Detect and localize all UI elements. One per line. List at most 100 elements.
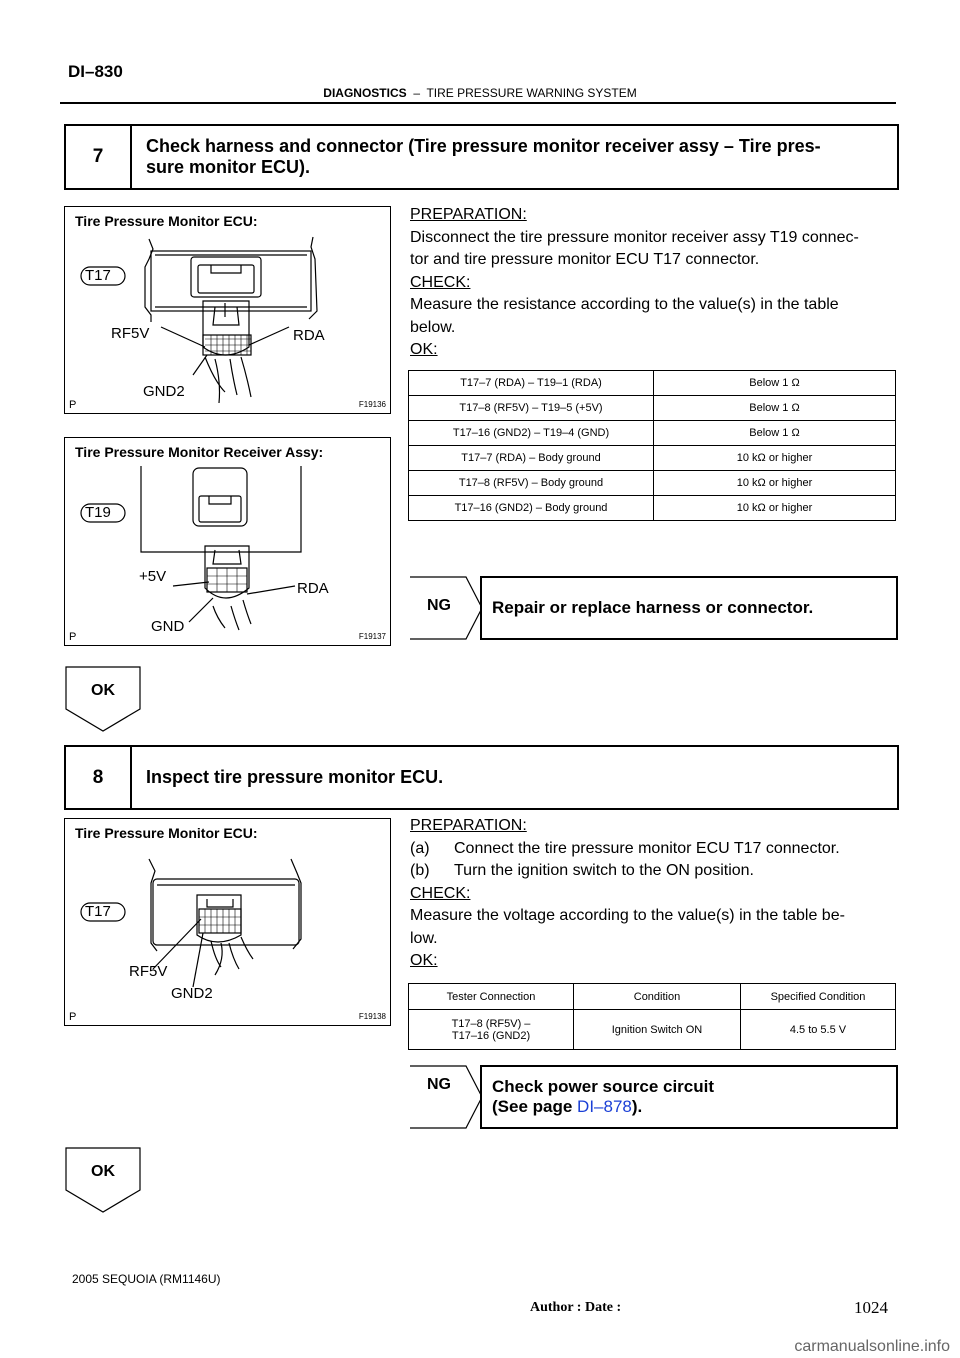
item-text: Turn the ignition switch to the ON posit…: [454, 862, 754, 879]
table-cell: 4.5 to 5.5 V: [740, 1009, 896, 1050]
table-cell: 10 kΩ or higher: [653, 470, 896, 496]
table-header-row: Tester Connection Condition Specified Co…: [408, 983, 896, 1010]
figure-title: Tire Pressure Monitor ECU:: [75, 825, 258, 841]
figure-marker: P: [69, 631, 77, 643]
pin-label: RDA: [293, 327, 325, 344]
step-title: Inspect tire pressure monitor ECU.: [146, 767, 444, 787]
ng-action-text: Check power source circuit: [492, 1077, 715, 1096]
ok-arrow: [65, 666, 141, 732]
figure-title: Tire Pressure Monitor ECU:: [75, 213, 258, 229]
step-7-box: 7 Check harness and connector (Tire pres…: [64, 124, 899, 190]
ng-action-text: (See page DI–878).: [492, 1097, 888, 1117]
step-number: 8: [66, 747, 132, 808]
ng-label: NG: [427, 597, 451, 614]
figure-ecu-connector-2: Tire Pressure Monitor ECU: T17 RF5V GND2…: [64, 818, 391, 1026]
ng-action-box: Repair or replace harness or connector.: [480, 576, 898, 640]
step-8-box: 8 Inspect tire pressure monitor ECU.: [64, 745, 899, 810]
table-cell: Below 1 Ω: [653, 420, 896, 446]
voltage-table: Tester Connection Condition Specified Co…: [408, 983, 896, 1050]
header-section: DIAGNOSTICS: [323, 86, 407, 100]
list-item: (a) Connect the tire pressure monitor EC…: [410, 838, 896, 861]
check-line: Measure the voltage according to the val…: [410, 907, 845, 924]
item-letter: (b): [410, 862, 430, 879]
check-heading: CHECK:: [410, 884, 471, 902]
check-line: Measure the resistance according to the …: [410, 296, 839, 313]
ng-action-box: Check power source circuit (See page DI–…: [480, 1065, 898, 1129]
list-item: (b) Turn the ignition switch to the ON p…: [410, 860, 896, 883]
table-cell: T17–8 (RF5V) – Body ground: [408, 470, 654, 496]
check-line: low.: [410, 929, 438, 947]
table-cell: T17–8 (RF5V) – T19–5 (+5V): [408, 395, 654, 421]
header-rule: [60, 102, 896, 104]
figure-receiver-connector: Tire Pressure Monitor Receiver Assy: T19…: [64, 437, 391, 646]
ok-heading: OK:: [410, 341, 438, 358]
figure-marker: P: [69, 399, 77, 411]
table-cell: 10 kΩ or higher: [653, 495, 896, 521]
footer-author-date: Author : Date :: [530, 1300, 622, 1315]
ng-action-text: Repair or replace harness or connector.: [492, 598, 814, 617]
pin-label: GND2: [143, 383, 185, 400]
table-cell: Ignition Switch ON: [573, 1009, 741, 1050]
check-heading: CHECK:: [410, 273, 471, 291]
pin-label: +5V: [139, 568, 167, 585]
figure-title: Tire Pressure Monitor Receiver Assy:: [75, 444, 324, 460]
table-cell: Below 1 Ω: [653, 395, 896, 421]
step-7-instructions: PREPARATION: Disconnect the tire pressur…: [410, 204, 896, 362]
table-row: T17–8 (RF5V) – T17–16 (GND2) Ignition Sw…: [408, 1009, 896, 1050]
step-8-instructions: PREPARATION: (a) Connect the tire pressu…: [410, 815, 896, 973]
figure-id: F19137: [358, 632, 386, 641]
table-cell: T17–16 (GND2) – T19–4 (GND): [408, 420, 654, 446]
footer-model: 2005 SEQUOIA (RM1146U): [72, 1272, 221, 1286]
ok-label: OK: [91, 682, 115, 699]
footer-page-number: 1024: [854, 1298, 888, 1317]
page-link[interactable]: DI–878: [577, 1097, 632, 1116]
pin-label: RDA: [297, 580, 329, 597]
table-cell: T17–16 (GND2) – Body ground: [408, 495, 654, 521]
table-cell: T17–7 (RDA) – T19–1 (RDA): [408, 370, 654, 396]
item-letter: (a): [410, 839, 430, 857]
table-row: T17–7 (RDA) – T19–1 (RDA)Below 1 Ω: [408, 370, 896, 396]
ng-ref-prefix: (See page: [492, 1097, 578, 1116]
pin-label: GND: [151, 618, 185, 635]
table-row: T17–16 (GND2) – T19–4 (GND)Below 1 Ω: [408, 420, 896, 446]
ok-label: OK: [91, 1163, 115, 1180]
figure-id: F19136: [358, 400, 386, 409]
pin-label: GND2: [171, 985, 213, 1002]
ng-ref-suffix: ).: [631, 1097, 643, 1116]
page-code: DI–830: [68, 62, 123, 81]
figure-marker: P: [69, 1011, 77, 1023]
ok-heading: OK:: [410, 952, 438, 969]
watermark: carmanualsonline.info: [794, 1338, 950, 1355]
table-cell: Below 1 Ω: [653, 370, 896, 396]
step-title-line: Check harness and connector (Tire pressu…: [146, 136, 821, 156]
step-title-line: sure monitor ECU).: [146, 157, 311, 177]
ng-arrow: [410, 1065, 483, 1129]
table-cell: 10 kΩ or higher: [653, 445, 896, 471]
figure-id: F19138: [358, 1012, 386, 1021]
table-header: Specified Condition: [740, 983, 896, 1010]
preparation-line: Disconnect the tire pressure monitor rec…: [410, 228, 859, 246]
preparation-heading: PREPARATION:: [410, 817, 527, 834]
cell-line: T17–16 (GND2): [451, 1029, 531, 1042]
cell-line: T17–8 (RF5V) –: [451, 1017, 531, 1030]
table-cell: T17–7 (RDA) – Body ground: [408, 445, 654, 471]
connector-label: T17: [85, 267, 111, 284]
ecu-connector-drawing: [80, 236, 318, 404]
preparation-line: tor and tire pressure monitor ECU T17 co…: [410, 251, 760, 268]
preparation-heading: PREPARATION:: [410, 206, 527, 223]
table-row: T17–8 (RF5V) – T19–5 (+5V)Below 1 Ω: [408, 395, 896, 421]
ng-label: NG: [427, 1076, 451, 1093]
header-dash: –: [413, 86, 420, 100]
figure-ecu-connector: Tire Pressure Monitor ECU: T17 RF5V RDA …: [64, 206, 391, 414]
ok-arrow: [65, 1147, 141, 1213]
step-title: Check harness and connector (Tire pressu…: [146, 126, 887, 188]
table-header: Tester Connection: [408, 983, 574, 1010]
ecu-connector-drawing-2: [80, 858, 302, 988]
pin-label: RF5V: [111, 325, 150, 342]
check-line: below.: [410, 318, 456, 336]
